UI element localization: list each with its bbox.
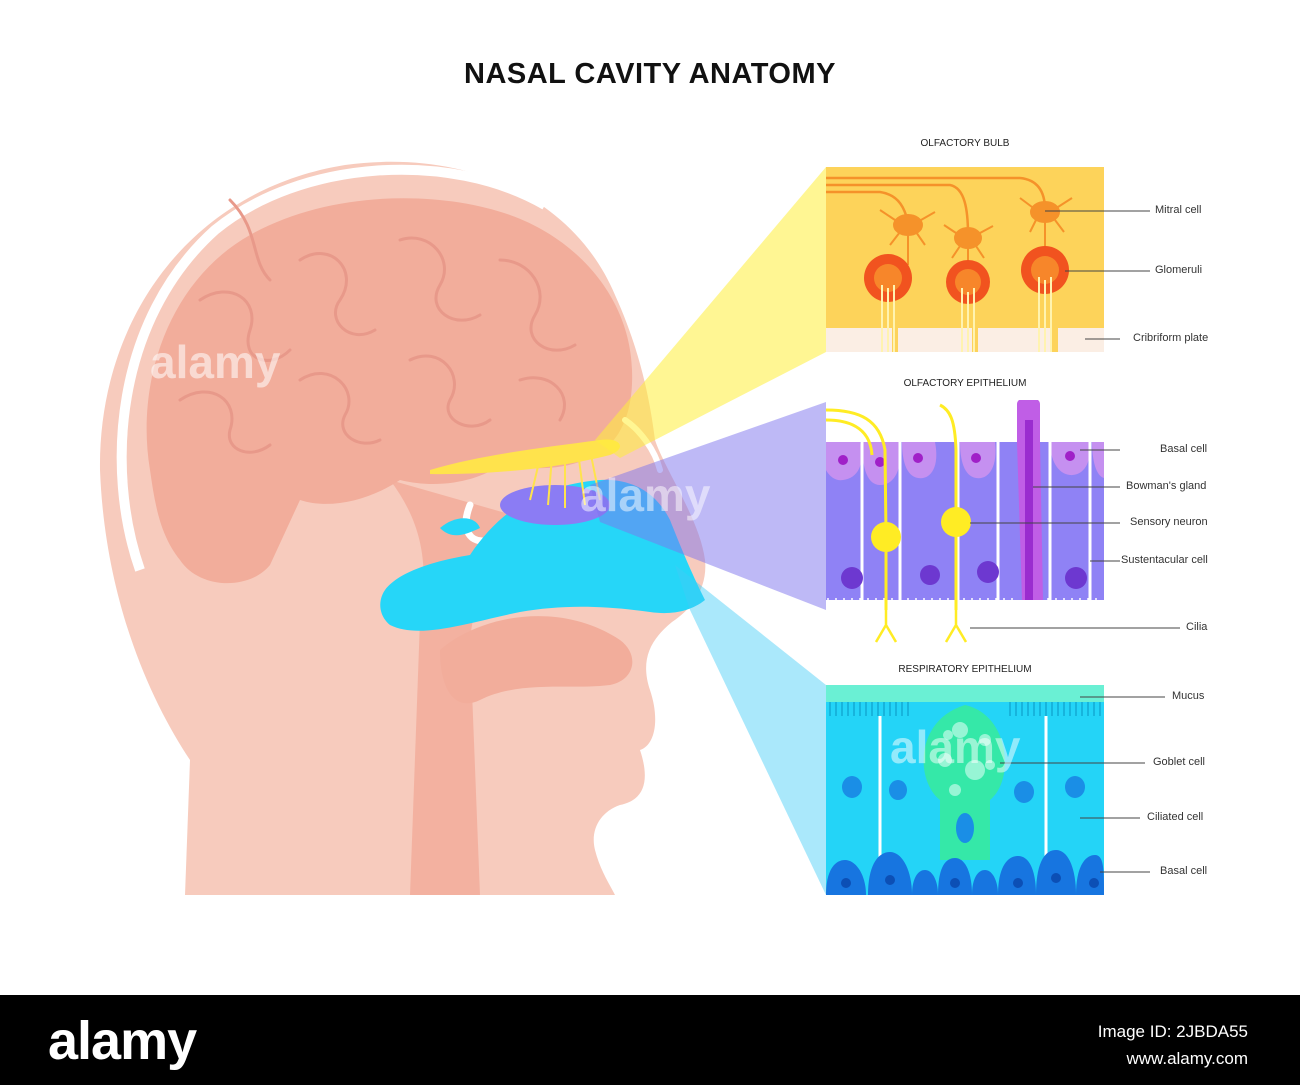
label-mitral-cell: Mitral cell bbox=[1155, 204, 1201, 216]
respiratory-cone bbox=[675, 565, 826, 895]
watermark-2: alamy bbox=[580, 468, 710, 522]
label-basal-cell-bottom: Basal cell bbox=[1160, 865, 1207, 877]
footer-info: Image ID: 2JBDA55 www.alamy.com bbox=[1098, 1018, 1248, 1072]
footer-image-id: Image ID: 2JBDA55 bbox=[1098, 1018, 1248, 1045]
bulb-panel bbox=[826, 167, 1104, 352]
footer-site: www.alamy.com bbox=[1098, 1045, 1248, 1072]
respiratory-epithelium-panel bbox=[826, 680, 1104, 895]
label-cilia: Cilia bbox=[1186, 621, 1207, 633]
label-glomeruli: Glomeruli bbox=[1155, 264, 1202, 276]
section-respiratory-epithelium: RESPIRATORY EPITHELIUM bbox=[826, 664, 1104, 675]
diagram-title: NASAL CAVITY ANATOMY bbox=[0, 58, 1300, 91]
label-ciliated-cell: Ciliated cell bbox=[1147, 811, 1203, 823]
label-sustentacular-cell: Sustentacular cell bbox=[1121, 554, 1208, 566]
neuron-cilia bbox=[876, 608, 966, 642]
label-mucus: Mucus bbox=[1172, 690, 1204, 702]
label-sensory-neuron: Sensory neuron bbox=[1130, 516, 1208, 528]
label-goblet-cell: Goblet cell bbox=[1153, 756, 1205, 768]
head-profile bbox=[100, 162, 705, 895]
label-bowmans-gland: Bowman's gland bbox=[1126, 480, 1206, 492]
label-basal-cell-top: Basal cell bbox=[1160, 443, 1207, 455]
label-cribriform-plate: Cribriform plate bbox=[1133, 332, 1208, 344]
section-olfactory-bulb: OLFACTORY BULB bbox=[826, 138, 1104, 149]
footer-logo: alamy bbox=[48, 1010, 196, 1072]
olfactory-epithelium-panel bbox=[826, 397, 1104, 620]
watermark-1: alamy bbox=[150, 335, 280, 389]
section-olfactory-epithelium: OLFACTORY EPITHELIUM bbox=[826, 378, 1104, 389]
watermark-3: alamy bbox=[890, 720, 1020, 774]
